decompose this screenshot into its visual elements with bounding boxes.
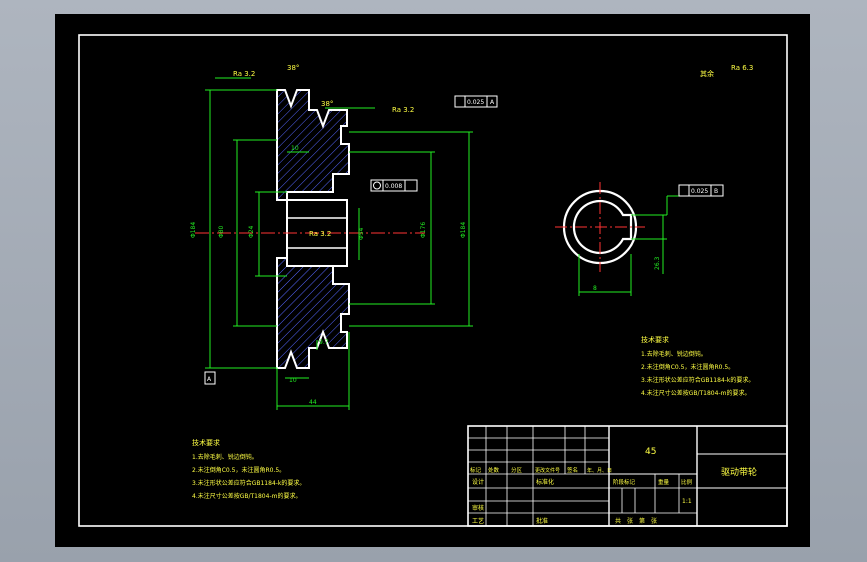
datum-a: A — [207, 376, 212, 383]
sym-value: 0.025 — [691, 188, 708, 195]
dim-bore-dia: Φ24 — [248, 225, 255, 238]
dim-bottom-w: 10 — [289, 377, 297, 384]
notes-left-line-2: 2.未注倒角C0.5，未注圆角R0.5。 — [192, 466, 285, 474]
datum-a-box — [204, 371, 216, 385]
tb-scale-label: 比例 — [681, 478, 693, 486]
dim-rim-dia: Φ54 — [358, 227, 365, 240]
dim-mid-dia: Φ80 — [218, 225, 225, 238]
notes-left-title: 技术要求 — [192, 438, 220, 447]
tb-approve: 批准 — [536, 517, 548, 525]
tb-date: 年、月、日 — [587, 467, 612, 474]
title-block — [467, 425, 788, 527]
part-name: 驱动带轮 — [721, 466, 757, 478]
angle-top: 38° — [287, 64, 299, 72]
roughness-rest-value: Ra 6.3 — [731, 64, 753, 72]
roughness-top: Ra 3.2 — [233, 70, 255, 78]
runout-datum: A — [490, 99, 495, 106]
dim-outer-dia-r: Φ184 — [460, 222, 467, 238]
notes-left-line-4: 4.未注尺寸公差按GB/T1804-m的要求。 — [192, 492, 301, 500]
drawing-canvas[interactable]: Ra 3.2 Ra 3.2 Ra 3.2 38° 38° 0.025 A 0.0… — [55, 14, 810, 547]
pulley-section-view — [195, 89, 425, 369]
notes-right: 技术要求 1.去除毛刺、锐边倒钝。 2.未注倒角C0.5，未注圆角R0.5。 3… — [641, 335, 754, 397]
tb-design: 设计 — [472, 478, 484, 486]
drawing-frame — [78, 34, 788, 527]
roughness-right: Ra 3.2 — [392, 106, 414, 114]
circularity-frame: 0.008 — [370, 179, 418, 192]
runout-value: 0.025 — [467, 99, 484, 106]
tb-standardize: 标准化 — [536, 478, 554, 486]
notes-right-line-4: 4.未注尺寸公差按GB/T1804-m的要求。 — [641, 389, 750, 397]
dim-key-w: 8 — [593, 285, 597, 292]
tb-stage-mark: 阶段标记 — [613, 478, 636, 486]
angle-mid: 38° — [321, 100, 333, 108]
notes-left: 技术要求 1.去除毛刺、锐边倒钝。 2.未注倒角C0.5，未注圆角R0.5。 3… — [192, 438, 305, 500]
hub-dimensions — [578, 195, 679, 296]
symmetry-frame: 0.025 B — [678, 184, 724, 197]
circularity-value: 0.008 — [385, 183, 402, 190]
tb-weight: 重量 — [658, 478, 670, 486]
dim-key-depth: 26.3 — [654, 256, 661, 270]
tb-zone: 分区 — [511, 466, 523, 474]
notes-left-line-3: 3.未注形状公差应符合GB1184-k的要求。 — [192, 479, 305, 487]
notes-right-line-2: 2.未注倒角C0.5，未注圆角R0.5。 — [641, 363, 734, 371]
dim-depth-w: 9.7 — [319, 339, 329, 346]
dim-width-total: 44 — [309, 399, 317, 406]
runout-frame: 0.025 A — [454, 95, 498, 108]
roughness-rest-label: 其余 — [700, 69, 714, 78]
tb-scale: 1:1 — [682, 498, 692, 505]
roughness-bore: Ra 3.2 — [309, 230, 331, 238]
lower-rim-section — [276, 257, 350, 369]
notes-right-line-1: 1.去除毛刺、锐边倒钝。 — [641, 350, 707, 358]
sym-datum: B — [714, 188, 718, 195]
upper-rim-section — [276, 89, 350, 201]
tb-check: 审核 — [472, 504, 484, 512]
hub-end-view — [555, 182, 645, 272]
tb-signature: 签名 — [567, 466, 578, 474]
dim-groove-w: 10 — [291, 145, 299, 152]
tb-process: 工艺 — [472, 517, 484, 525]
dim-hub-dia: Φ176 — [420, 222, 427, 238]
notes-right-title: 技术要求 — [641, 335, 669, 344]
title-block-text: 45 驱动带轮 标记 处数 分区 更改文件号 签名 年、月、日 设计 标准化 审… — [470, 447, 757, 525]
front-dimensions — [205, 77, 473, 410]
notes-right-line-3: 3.未注形状公差应符合GB1184-k的要求。 — [641, 376, 754, 384]
notes-left-line-1: 1.去除毛刺、锐边倒钝。 — [192, 453, 258, 461]
tb-mark: 标记 — [470, 466, 482, 474]
material: 45 — [645, 447, 656, 457]
tb-change-doc: 更改文件号 — [535, 467, 560, 474]
dim-outer-dia: Φ184 — [190, 222, 197, 238]
tb-sheets: 共 张 第 张 — [615, 517, 657, 525]
drawing-svg: Ra 3.2 Ra 3.2 Ra 3.2 38° 38° 0.025 A 0.0… — [78, 34, 788, 527]
tb-count: 处数 — [488, 466, 500, 474]
